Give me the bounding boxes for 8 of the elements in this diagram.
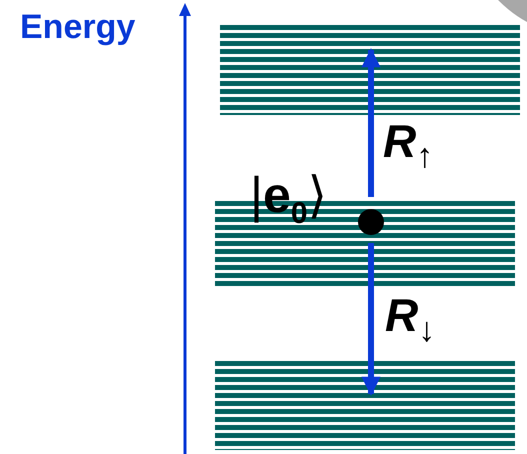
edge-label: R$_{↓}$ (385, 292, 436, 348)
axis-label: Energy (20, 10, 136, 44)
energy-band (220, 25, 520, 115)
arrow (361, 243, 381, 396)
energy-band (215, 361, 515, 450)
edge-label: R$_{↑}$ (383, 118, 434, 174)
arrow (361, 48, 381, 197)
state-dot (358, 209, 384, 235)
